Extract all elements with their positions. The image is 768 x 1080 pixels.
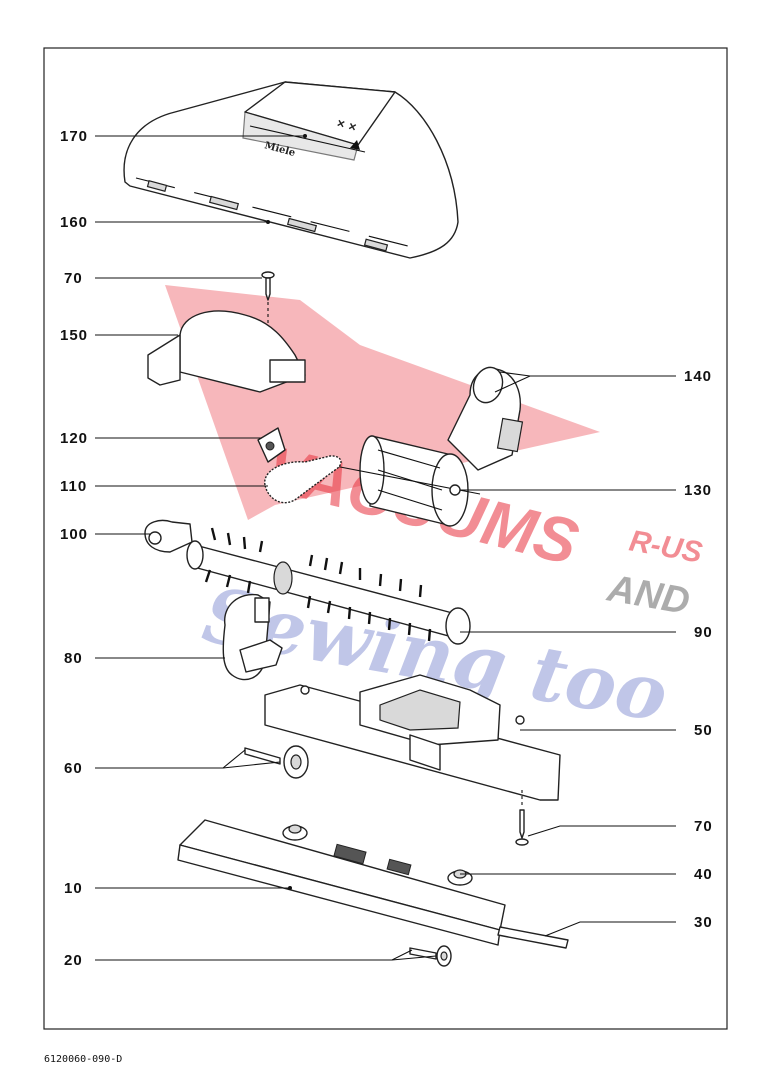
callout-100: 100: [60, 526, 88, 543]
callout-50: 50: [694, 722, 713, 739]
callout-20: 20: [64, 952, 83, 969]
callout-60: 60: [64, 760, 83, 777]
part-screw-top: [261, 271, 275, 325]
part-axle-rod: [497, 926, 569, 949]
callout-160: 160: [60, 214, 88, 231]
part-hood: Miele ✕ ✕: [123, 81, 459, 259]
brush-bristles: [204, 527, 432, 642]
part-side-holder: [222, 593, 283, 681]
watermark-line-2: R-US: [627, 524, 705, 569]
part-housing: [264, 674, 561, 801]
part-wheel-60: [244, 745, 309, 779]
callout-30: 30: [694, 914, 713, 931]
part-belt: [264, 455, 342, 504]
callout-120: 120: [60, 430, 88, 447]
callout-40: 40: [694, 866, 713, 883]
callout-70-bottom: 70: [694, 818, 713, 835]
callout-labels: 170 160 70 150 140 120 110 130 100 90 80…: [60, 128, 713, 969]
callout-90: 90: [694, 624, 713, 641]
part-bracket: [257, 427, 286, 463]
part-belt-cover: [147, 310, 306, 393]
callout-140: 140: [684, 368, 712, 385]
watermark-line-3: AND: [603, 567, 692, 623]
drawing-frame: [43, 47, 728, 1030]
callout-170: 170: [60, 128, 88, 145]
part-wheel-40: [282, 824, 473, 886]
callout-150: 150: [60, 327, 88, 344]
part-screw-bottom: [515, 790, 529, 846]
callout-80: 80: [64, 650, 83, 667]
leader-lines: [95, 134, 676, 961]
part-brush-roller: [186, 527, 471, 645]
part-turbine: [334, 435, 481, 527]
document-number: 6120060-090-D: [44, 1054, 122, 1065]
part-sole-plate: [177, 819, 506, 946]
part-end-cap: [144, 519, 193, 553]
callout-10: 10: [64, 880, 83, 897]
hood-symbols-text: ✕ ✕: [335, 118, 357, 134]
callout-70-top: 70: [64, 270, 83, 287]
callout-130: 130: [684, 482, 712, 499]
callout-110: 110: [60, 478, 87, 495]
